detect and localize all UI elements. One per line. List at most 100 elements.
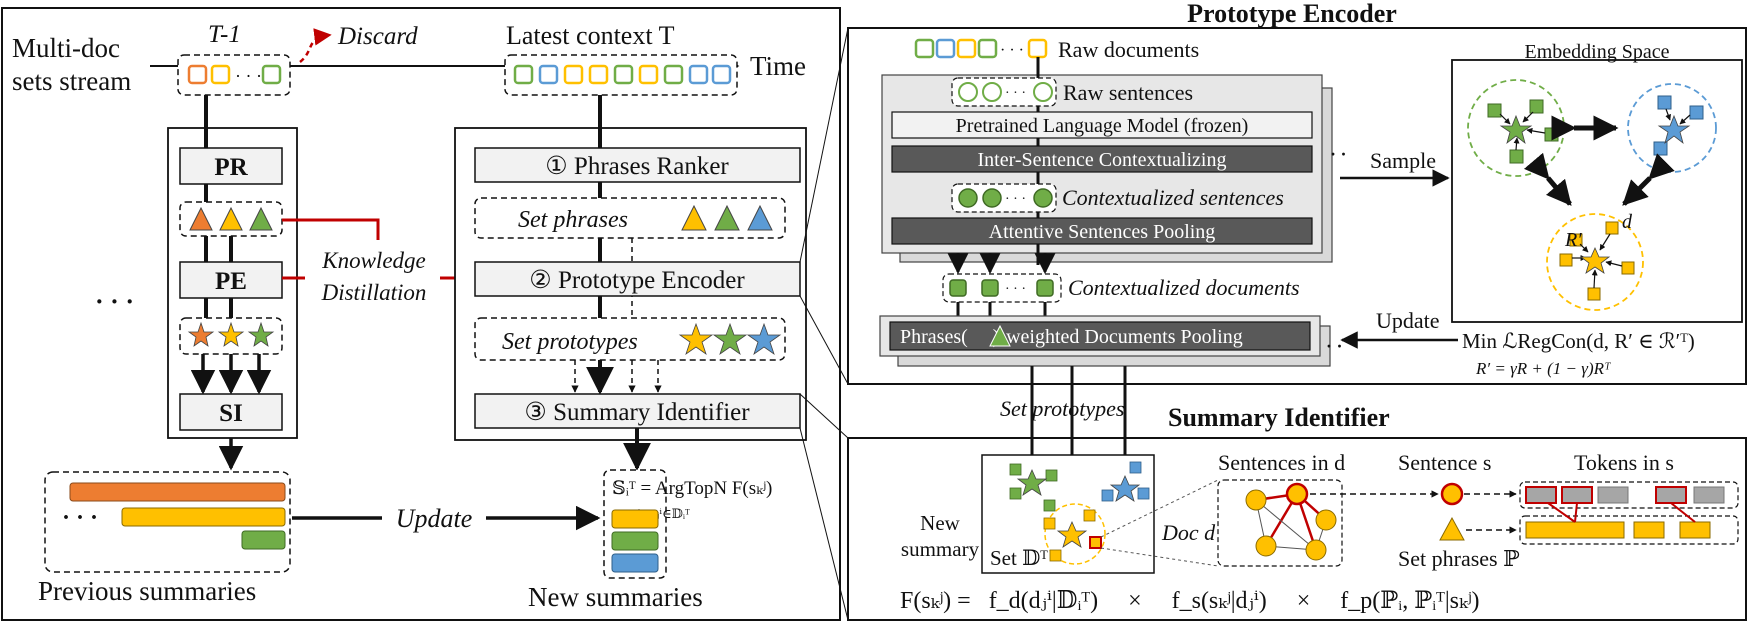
blue-cluster bbox=[1627, 83, 1717, 173]
pool-ellipsis: · · bbox=[1326, 336, 1343, 356]
svg-text:· · ·: · · · bbox=[1000, 42, 1024, 59]
raw-documents-label: Raw documents bbox=[1058, 37, 1199, 62]
si-block bbox=[179, 393, 283, 431]
set-phrases-triangles bbox=[681, 204, 773, 231]
summary-bar bbox=[121, 507, 286, 527]
zoom-line bbox=[799, 27, 849, 263]
sentence-node bbox=[982, 188, 1002, 208]
green-cluster bbox=[1467, 79, 1565, 177]
document-node bbox=[1036, 279, 1054, 297]
raw-sentences-label: Raw sentences bbox=[1063, 80, 1193, 105]
attentive-pooling-label: Attentive Sentences Pooling bbox=[989, 221, 1216, 243]
inter-sentence-block bbox=[891, 145, 1313, 173]
zoom-dotted bbox=[1100, 479, 1219, 538]
new-summary-line1: New bbox=[920, 511, 960, 535]
stream-label-line1: Multi-doc bbox=[12, 33, 120, 63]
set-prototypes-box bbox=[474, 317, 786, 361]
si-set-prototypes-label: Set prototypes bbox=[1000, 396, 1124, 421]
zoom-line bbox=[799, 295, 849, 385]
sentence-node bbox=[958, 82, 978, 102]
yellow-cluster bbox=[1546, 213, 1644, 311]
weighted-pool-block bbox=[889, 321, 1311, 351]
pe-label: PE bbox=[215, 268, 247, 295]
discard-arrow bbox=[299, 28, 332, 63]
document-node bbox=[981, 279, 999, 297]
step2-text: ② Prototype Encoder bbox=[529, 267, 745, 294]
new-summaries-label: New summaries bbox=[528, 582, 703, 612]
step2-block bbox=[474, 261, 801, 297]
pr-label: PR bbox=[214, 154, 248, 181]
prototype-encoder-title: Prototype Encoder bbox=[1187, 0, 1397, 28]
zoom-dotted bbox=[1100, 547, 1219, 567]
selected-sentence-node bbox=[1440, 482, 1464, 506]
t-minus-1-doc-set bbox=[177, 54, 291, 96]
summary-bar bbox=[611, 553, 659, 573]
raw-sentences-box bbox=[951, 77, 1057, 107]
phrase-triangle-icon bbox=[1439, 516, 1465, 541]
contextualized-sentences-label: Contextualized sentences bbox=[1062, 185, 1284, 210]
contextualized-documents-label: Contextualized documents bbox=[1068, 275, 1300, 300]
left-panel-border bbox=[1, 7, 841, 621]
zoom-line bbox=[799, 427, 849, 621]
sentence-node bbox=[982, 82, 1002, 102]
repel-arrows bbox=[1523, 115, 1675, 206]
summary-identifier-title: Summary Identifier bbox=[1168, 403, 1390, 432]
ellipsis: · · · bbox=[1005, 192, 1026, 207]
plm-label: Pretrained Language Model (frozen) bbox=[956, 115, 1249, 137]
loss-formula: Min ℒRegCon(d, R′ ∈ ℛ′ᵀ) bbox=[1462, 329, 1695, 353]
r-prime-label: R′ bbox=[1564, 229, 1582, 251]
tokens bbox=[1525, 486, 1725, 504]
tokens-in-s-label: Tokens in s bbox=[1574, 450, 1674, 475]
document-icon bbox=[210, 64, 231, 85]
set-d-contents bbox=[1009, 461, 1150, 565]
set-prototypes-label: Set prototypes bbox=[502, 329, 638, 355]
plm-block bbox=[891, 111, 1313, 139]
set-phrases-p-label: Set phrases ℙ bbox=[1398, 546, 1520, 571]
encoder-update-label: Update bbox=[1376, 308, 1440, 333]
summary-bar bbox=[69, 482, 286, 502]
time-label: Time bbox=[750, 51, 806, 81]
left-ellipsis: · · · bbox=[95, 287, 134, 316]
document-node bbox=[949, 279, 967, 297]
distillation-label: Distillation bbox=[321, 280, 427, 305]
sentence-node bbox=[1033, 82, 1053, 102]
sentence-node bbox=[958, 188, 978, 208]
si-label: SI bbox=[219, 400, 243, 427]
loss-update-formula: R′ = γR + (1 − γ)Rᵀ bbox=[1475, 359, 1611, 378]
t-minus-1-label: T-1 bbox=[208, 21, 241, 48]
document-icon bbox=[187, 64, 208, 85]
discard-label: Discard bbox=[337, 23, 418, 50]
raw-documents-icons: · · · bbox=[914, 38, 1048, 59]
step1-block bbox=[474, 147, 801, 183]
update-label: Update bbox=[396, 504, 473, 533]
latest-documents bbox=[513, 64, 732, 85]
previous-summaries-label: Previous summaries bbox=[38, 576, 256, 606]
ellipsis: · · · bbox=[1005, 282, 1026, 297]
summary-bar bbox=[241, 530, 286, 550]
latest-context-label: Latest context T bbox=[506, 21, 675, 50]
sentences-in-d-label: Sentences in d bbox=[1218, 450, 1345, 475]
new-summary-line2: summary bbox=[901, 537, 980, 561]
document-icon bbox=[261, 64, 282, 85]
contextualized-sentences-box bbox=[951, 183, 1057, 213]
set-phrases-box bbox=[474, 197, 786, 239]
sentence-node bbox=[1033, 188, 1053, 208]
sentence-graph bbox=[1245, 482, 1337, 561]
set-phrases-label: Set phrases bbox=[518, 207, 628, 233]
step3-text: ③ Summary Identifier bbox=[524, 399, 750, 426]
stream-label-line2: sets stream bbox=[12, 66, 131, 96]
knowledge-label: Knowledge bbox=[321, 248, 426, 273]
ellipsis: · · · bbox=[1005, 86, 1026, 101]
set-d-label: Set 𝔻ᵀ bbox=[990, 546, 1048, 570]
argtop-formula: 𝕊ᵢᵀ = ArgTopN F(sₖʲ) bbox=[612, 478, 772, 499]
inter-sentence-label: Inter-Sentence Contextualizing bbox=[978, 149, 1227, 171]
pr-block bbox=[179, 147, 283, 185]
sample-label: Sample bbox=[1370, 148, 1436, 173]
weighted-pool-label: Phrases( )-weighted Documents Pooling bbox=[900, 326, 1243, 348]
summaries-ellipsis: · · · bbox=[62, 505, 98, 531]
summary-bar bbox=[611, 531, 659, 551]
phrase-triangles bbox=[189, 206, 273, 231]
kd-line-phrases bbox=[282, 218, 380, 240]
set-prototypes-stars bbox=[678, 322, 782, 356]
